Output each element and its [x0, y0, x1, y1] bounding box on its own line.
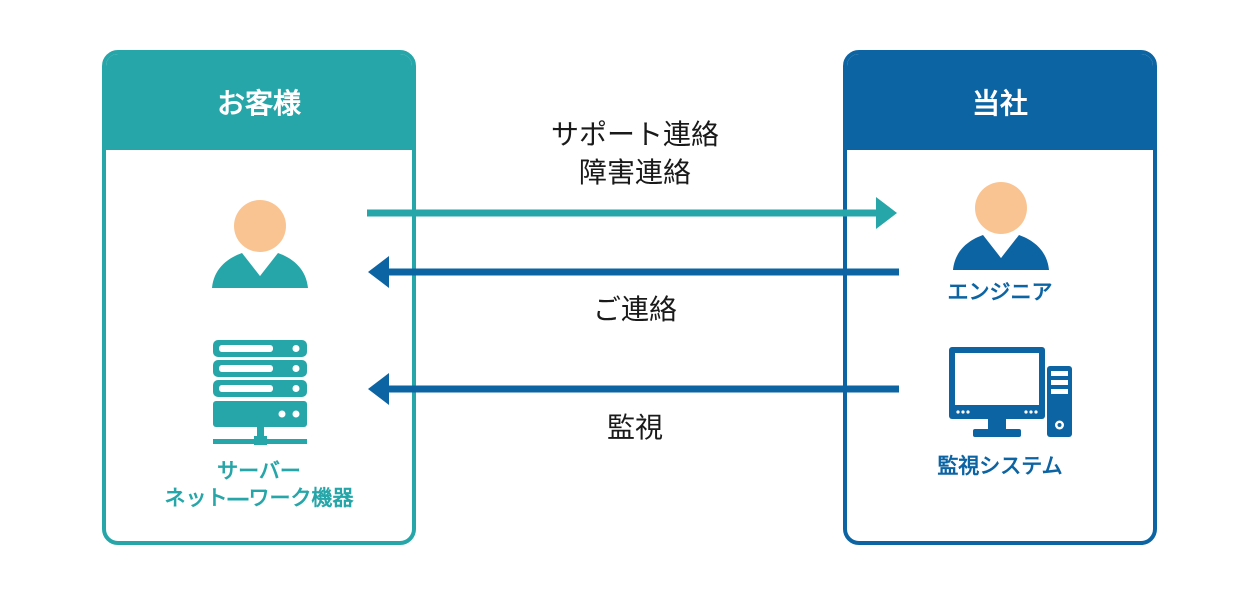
request-label-line1: サポート連絡 [550, 118, 719, 151]
server-label: サーバー ネット―ワーク機器 [142, 458, 376, 512]
arrow-reply [368, 256, 899, 288]
request-label-line2: 障害連絡 [578, 156, 691, 189]
arrow-request [367, 197, 897, 229]
engineer-person-icon [953, 182, 1049, 270]
monitor-label: 監視システム [937, 454, 1063, 478]
server-rack-icon [213, 340, 307, 445]
customer-person-icon [212, 200, 308, 288]
company-panel: 当社 [843, 50, 1157, 545]
engineer-label: エンジニア [947, 280, 1053, 304]
server-label-line2: ネット―ワーク機器 [164, 486, 354, 510]
customer-panel-title: お客様 [106, 54, 412, 150]
reply-label: ご連絡 [592, 293, 677, 326]
arrow-monitoring [368, 373, 899, 405]
desktop-computer-icon [949, 347, 1072, 437]
server-label-line1: サーバー [217, 459, 301, 483]
request-label: サポート連絡 障害連絡 [480, 116, 790, 192]
customer-panel: お客様 [102, 50, 416, 545]
company-panel-title: 当社 [847, 54, 1153, 150]
monitoring-label: 監視 [606, 411, 663, 444]
